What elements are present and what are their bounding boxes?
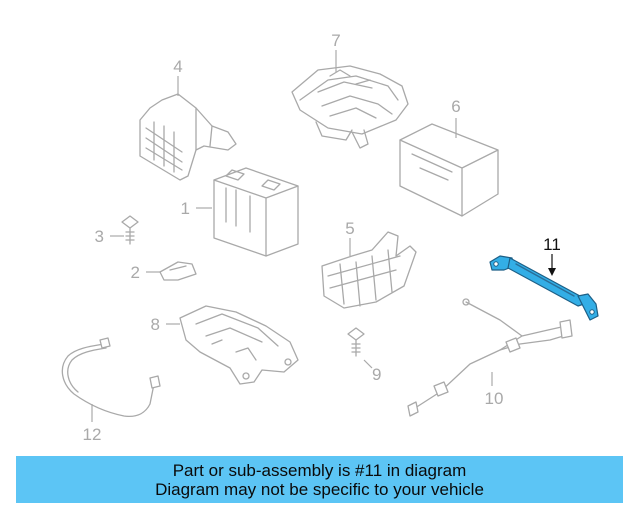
part-12-cable[interactable] [61,337,161,418]
callout-10: 10 [485,389,504,408]
part-1-battery[interactable] [213,167,299,257]
part-11-ground-strap-highlighted[interactable] [489,255,599,321]
callout-8: 8 [151,315,160,334]
part-5-tray-carrier[interactable] [321,231,417,309]
info-banner: Part or sub-assembly is #11 in diagram D… [16,456,623,503]
callout-5: 5 [345,219,354,238]
part-8-battery-tray[interactable] [179,305,299,385]
callout-1: 1 [181,199,190,218]
part-10-wiring-harness[interactable] [407,298,573,417]
callout-7: 7 [331,31,340,50]
callout-12: 12 [83,425,102,444]
banner-line-1: Part or sub-assembly is #11 in diagram [172,460,467,480]
callout-3: 3 [95,227,104,246]
parts-diagram: 7 4 6 1 3 2 [61,31,599,444]
part-4-battery-shield[interactable] [139,93,237,181]
banner-line-2: Diagram may not be specific to your vehi… [155,479,484,499]
part-6-insulator-box[interactable] [399,123,499,217]
part-7-engine-cover[interactable] [291,65,409,149]
callout-2: 2 [131,263,140,282]
part-3-bolt[interactable] [121,215,139,245]
callout-4: 4 [173,57,182,76]
callout-9: 9 [372,365,381,384]
part-2-holddown-bracket[interactable] [159,261,197,281]
part-9-bolt[interactable] [347,327,365,357]
callout-6: 6 [451,97,460,116]
callout-11-highlighted: 11 [543,235,561,254]
